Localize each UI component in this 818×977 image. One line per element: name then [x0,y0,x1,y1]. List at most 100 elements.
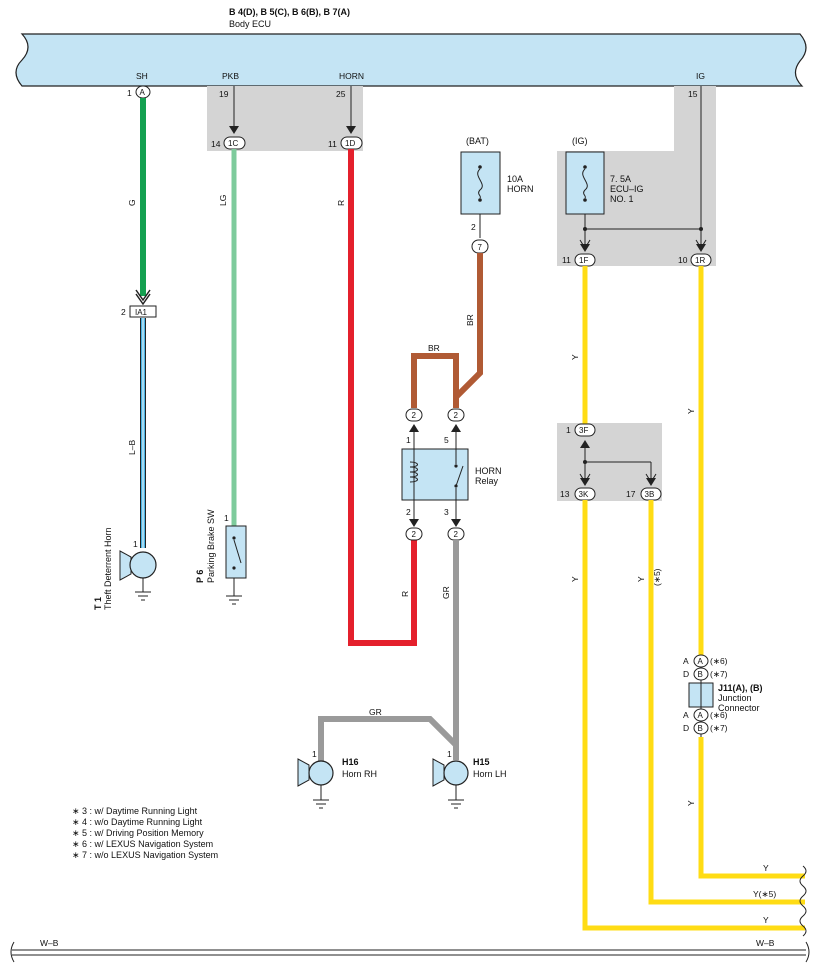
conn-1d-label: 1D [345,139,355,148]
j11-row2-conn [693,667,709,681]
out-y2-label: Y(∗5) [753,889,776,899]
conn-3f-label: 3F [579,426,588,435]
wire-y-j11 [698,737,805,879]
out-y1-label: Y [763,863,769,873]
wire-r-label: R [336,200,346,206]
note-6: ∗ 6 : w/ LEXUS Navigation System [72,839,213,849]
j11-row4-note: (∗7) [710,723,728,733]
p6-name: Parking Brake SW [206,509,216,583]
note-4: ∗ 4 : w/o Daytime Running Light [72,817,203,827]
continuation-marks [799,865,807,937]
j11-row3-conn-label: A [698,711,704,720]
pin-sh: 1 [127,88,132,98]
j11-code: J11(A), (B) [718,683,763,693]
horn-fuse-name: HORN [507,184,534,194]
j11-row3-pin: A [683,710,689,720]
wire-g-label: G [127,199,137,206]
j11-row4-conn-label: B [698,724,703,733]
ground-bus-right-end [805,941,810,963]
j11-row2-pin: D [683,669,689,679]
arrow-relay-br [451,519,461,527]
parking-brake-switch-symbol [225,525,247,605]
t1-name: Theft Deterrent Horn [103,527,113,610]
ecu-connector-codes: B 4(D), B 5(C), B 6(B), B 7(A) [229,7,350,17]
conn-1f-label: 1F [579,256,588,265]
arrow-relay-tl [409,424,419,432]
conn-relay-bot-left [405,527,423,541]
wire-r [348,149,417,646]
horn-relay-symbol [401,432,469,520]
junction-3-internal [579,440,657,486]
wire-br [453,253,483,408]
conn-3b-label: 3B [645,490,655,499]
conn-7-label: 7 [478,243,483,252]
horn-rh-symbol [297,758,334,809]
j11-name2: Connector [718,703,760,713]
pin-relay-2: 2 [406,507,411,517]
note-5: ∗ 5 : w/ Driving Position Memory [72,828,204,838]
wire-gr2 [318,716,459,762]
pin-p6: 1 [224,513,229,523]
ecu-terminal-pkb: PKB [222,71,239,81]
j11-row1-conn [693,654,709,668]
conn-relay-bot-left-label: 2 [412,530,417,539]
pin-c7: 2 [471,222,476,232]
t1-code: T 1 [93,597,103,610]
conn-3k-label: 3K [579,490,589,499]
pin-pkb: 19 [219,89,229,99]
ecu-terminal-ig: IG [696,71,705,81]
horn-lh-symbol [432,758,469,809]
ig-fuse-name2: NO. 1 [610,194,634,204]
ground-label-left: W–B [40,938,59,948]
conn-sh-a-label: A [140,88,146,97]
pin-h15: 1 [447,749,452,759]
wire-y1-label: Y [570,354,580,360]
j11-row1-conn-label: A [698,657,704,666]
conn-relay-top-right-label: 2 [454,411,459,420]
note-3: ∗ 3 : w/ Daytime Running Light [72,806,198,816]
pin-relay-5: 5 [444,435,449,445]
h15-code: H15 [473,757,490,767]
conn-relay-top-left [405,408,423,422]
pin-1d: 11 [328,139,337,149]
j11-row3-conn [693,708,709,722]
j11-row1-pin: A [683,656,689,666]
conn-relay-top-left-label: 2 [412,411,417,420]
arrow-relay-bl [409,519,419,527]
horn-fuse-symbol [460,151,501,238]
ecu-name: Body ECU [229,19,271,29]
pin-relay-1: 1 [406,435,411,445]
conn-1c-label: 1C [228,139,238,148]
j11-row4-conn [693,721,709,735]
wire-g-arrow2 [135,293,151,306]
pin-1r: 10 [678,255,688,265]
ground-bus-left-end [10,941,15,963]
h15-name: Horn LH [473,769,507,779]
ecu-terminal-horn: HORN [339,71,364,81]
wire-y5-label: Y [686,800,696,806]
pin-1f: 11 [562,255,571,265]
ecu-terminal-sh: SH [136,71,148,81]
wire-br-loop [411,353,459,408]
h16-name: Horn RH [342,769,377,779]
horn-fuse-source: (BAT) [466,136,489,146]
j11-row3-note: (∗6) [710,710,728,720]
p6-code: P 6 [195,570,205,583]
wire-gr2-label: GR [369,707,382,717]
body-ecu-box [15,33,807,87]
pin-horn: 25 [336,89,346,99]
wire-y4-label: Y [686,408,696,414]
theft-deterrent-horn-symbol [119,550,157,601]
conn-relay-bot-right-label: 2 [454,530,459,539]
wire-g-arrow [135,289,151,302]
conn-relay-top-right [447,408,465,422]
j11-name1: Junction [718,693,752,703]
wire-y3-note: (∗5) [652,568,662,586]
wire-r2-label: R [400,591,410,597]
ground-label-right: W–B [756,938,775,948]
j11-row4-pin: D [683,723,689,733]
conn-ia1-label: IA1 [135,308,148,317]
wire-lg-label: LG [218,195,228,206]
j11-row1-note: (∗6) [710,656,728,666]
